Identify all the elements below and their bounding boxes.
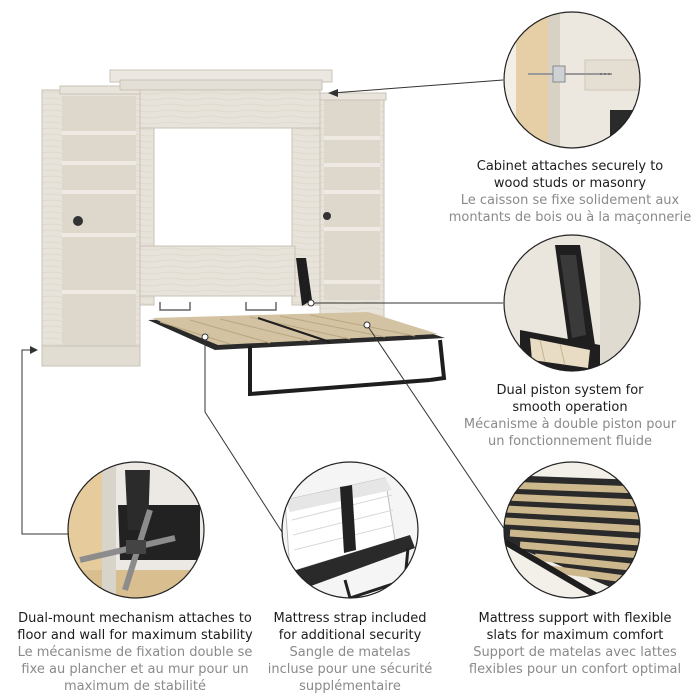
detail-cabinet-attachment xyxy=(503,11,641,149)
detail-flexible-slats xyxy=(503,461,641,599)
bed-frame-cabinet xyxy=(109,69,333,306)
detail-piston xyxy=(503,234,641,372)
caption-en: Cabinet attaches securely to wood studs … xyxy=(476,159,664,191)
caption-cabinet: Cabinet attaches securely to wood studs … xyxy=(440,158,700,226)
caption-en: Dual piston system for smooth operation xyxy=(496,383,644,415)
callout-lines xyxy=(21,79,506,535)
left-bookcase xyxy=(41,85,141,367)
caption-strap: Mattress strap included for additional s… xyxy=(255,610,445,695)
caption-fr: Le caisson se fixe solidement aux montan… xyxy=(448,193,692,225)
caption-en: Mattress strap included for additional s… xyxy=(273,611,427,643)
caption-en: Mattress support with flexible slats for… xyxy=(478,611,672,643)
caption-dual-mount: Dual-mount mechanism attaches to floor a… xyxy=(10,610,260,695)
caption-piston: Dual piston system for smooth operation … xyxy=(445,382,695,450)
caption-fr: Le mécanisme de fixation double se fixe … xyxy=(17,645,253,694)
detail-mattress-strap xyxy=(281,461,419,599)
caption-fr: Support de matelas avec lattes flexibles… xyxy=(468,645,682,677)
murphy-bed-cabinet xyxy=(41,69,447,397)
bed-platform xyxy=(148,302,447,397)
detail-dual-mount xyxy=(67,461,205,599)
caption-en: Dual-mount mechanism attaches to floor a… xyxy=(17,611,253,643)
caption-fr: Mécanisme à double piston pour un foncti… xyxy=(463,417,677,449)
caption-slats: Mattress support with flexible slats for… xyxy=(455,610,695,678)
caption-fr: Sangle de matelas incluse pour une sécur… xyxy=(267,645,433,694)
right-bookcase xyxy=(319,92,387,329)
